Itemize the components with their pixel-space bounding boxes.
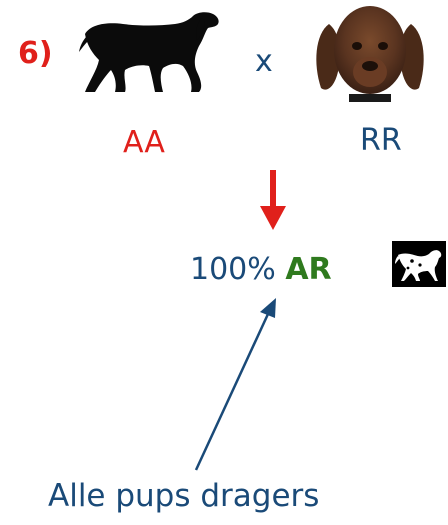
caption-carriers: Alle pups dragers [48,478,320,514]
brown-dog-photo-icon [307,2,433,102]
genotype-parent-right: RR [360,123,402,158]
cross-number: 6) [18,36,53,71]
offspring-result: 100% AR [190,252,332,287]
red-down-arrow-icon [260,170,286,230]
black-dog-silhouette-icon [79,12,219,92]
offspring-percentage: 100% [190,252,276,287]
cross-symbol: x [255,44,273,79]
white-dog-silhouette-icon [392,241,446,287]
genotype-parent-left: AA [123,125,165,160]
offspring-genotype: AR [285,252,332,287]
